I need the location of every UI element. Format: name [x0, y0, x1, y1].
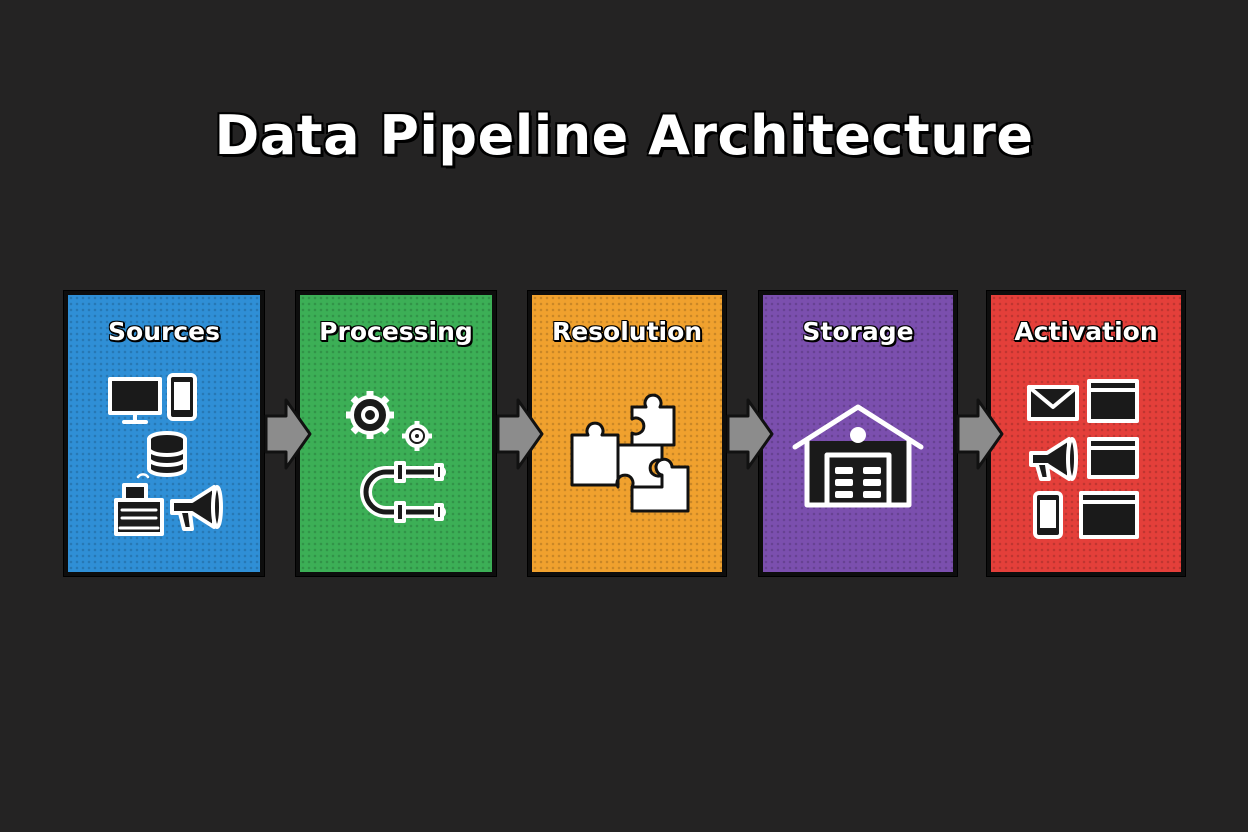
stage-label-sources: Sources — [108, 317, 220, 346]
stage-label-resolution: Resolution — [551, 317, 703, 346]
activation-icons — [1027, 379, 1139, 539]
processing-icons — [346, 391, 446, 523]
megaphone-icon — [170, 485, 223, 531]
flow-arrow-4 — [956, 398, 1004, 470]
stage-label-activation: Activation — [1014, 317, 1158, 346]
browser-window-icon — [1087, 379, 1139, 423]
gears-icon — [346, 391, 432, 451]
stage-sources: Sources — [64, 291, 264, 576]
resolution-icons — [570, 393, 690, 513]
diagram-title: Data Pipeline Architecture — [214, 104, 1034, 167]
browser-window-icon — [1079, 491, 1139, 539]
megaphone-icon — [1029, 437, 1078, 481]
sources-icons — [108, 373, 223, 536]
stage-processing: Processing — [296, 291, 496, 576]
smartphone-icon — [1033, 491, 1063, 539]
flow-arrow-3 — [726, 398, 774, 470]
stage-resolution: Resolution — [528, 291, 726, 576]
warehouse-icon — [792, 404, 924, 508]
desktop-monitor-icon — [108, 377, 162, 424]
smartphone-icon — [167, 373, 197, 421]
pipes-icon — [360, 461, 446, 523]
stage-label-storage: Storage — [802, 317, 914, 346]
flow-arrow-1 — [264, 398, 312, 470]
storage-icons — [792, 404, 924, 508]
stage-label-processing: Processing — [319, 317, 473, 346]
flow-arrow-2 — [496, 398, 544, 470]
stage-storage: Storage — [759, 291, 957, 576]
database-icon — [147, 431, 187, 477]
browser-window-icon — [1087, 437, 1139, 479]
email-icon — [1027, 385, 1079, 421]
puzzle-pieces-icon — [570, 393, 690, 513]
stage-activation: Activation — [987, 291, 1185, 576]
cash-register-icon — [114, 473, 164, 536]
